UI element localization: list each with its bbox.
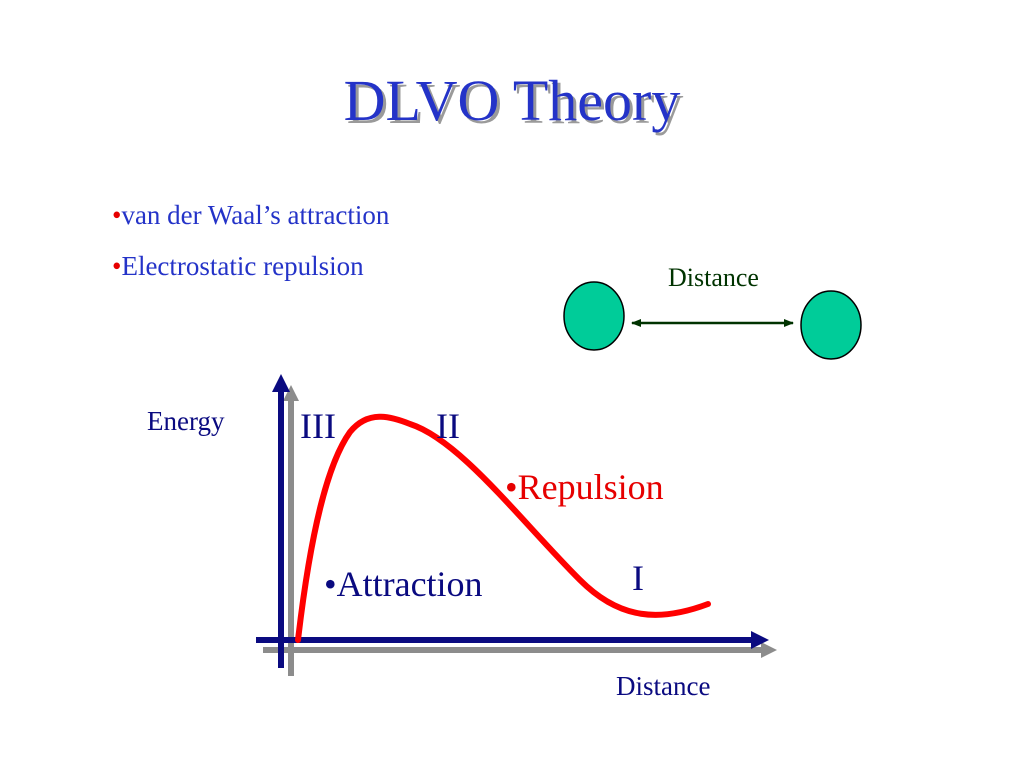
repulsion-label: •Repulsion — [505, 469, 664, 505]
particle-left — [563, 281, 625, 351]
annotation-marker: • — [324, 564, 337, 604]
x-axis-label: Distance — [616, 671, 711, 701]
slide-title: DLVO Theory — [343, 68, 681, 133]
bullet-marker: • — [112, 200, 122, 230]
attraction-label: •Attraction — [324, 566, 483, 602]
annotation-text: Attraction — [336, 564, 483, 604]
bullet-text: Electrostatic repulsion — [121, 251, 364, 281]
axis-shadow — [263, 385, 777, 676]
bullet-marker: • — [112, 251, 122, 281]
bullet-text: van der Waal’s attraction — [121, 200, 390, 230]
annotation-text: Repulsion — [517, 467, 664, 507]
particle-right — [800, 290, 862, 360]
distance-label-particles: Distance — [668, 263, 759, 292]
bullet-van-der-waals: •van der Waal’s attraction — [112, 202, 389, 229]
x-axis — [256, 631, 769, 649]
region-label-i: I — [632, 558, 644, 598]
region-label-iii: III — [300, 406, 336, 446]
y-axis — [272, 374, 290, 668]
bullet-electrostatic: •Electrostatic repulsion — [112, 253, 364, 280]
y-axis-label: Energy — [147, 406, 225, 436]
energy-curve — [295, 413, 711, 643]
annotation-marker: • — [505, 467, 518, 507]
region-label-ii: II — [436, 406, 460, 446]
